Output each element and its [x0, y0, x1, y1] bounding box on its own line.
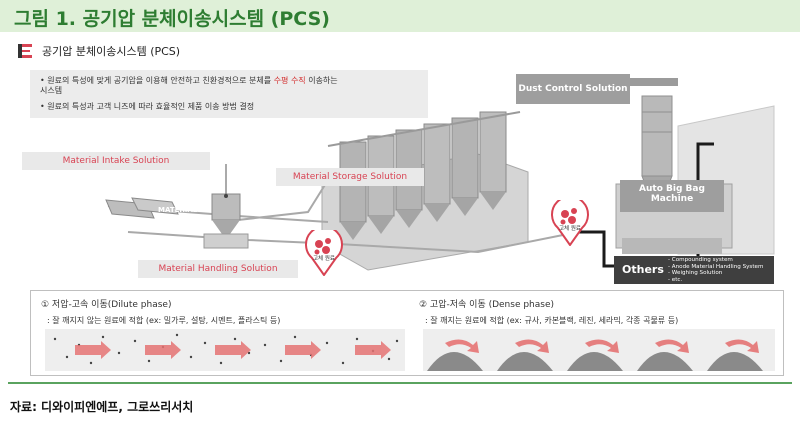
phase-comparison-box: ① 저압-고속 이동(Dilute phase) : 잘 깨지지 않는 원료에 … [30, 290, 784, 376]
source-divider [8, 382, 792, 384]
highlight-text: 수평 수직 [273, 76, 306, 85]
location-pin-right: 고체 원료 [551, 200, 589, 246]
pin-right-label: 고체 원료 [559, 224, 581, 232]
page-title: 그림 1. 공기압 분체이송시스템 (PCS) [14, 8, 330, 30]
label-material-handling: Material Handling Solution [138, 260, 298, 278]
pin-left-label: 고체 원료 [313, 254, 335, 262]
raw-material-bags: MATERIAL [105, 197, 198, 219]
pcs-figure: 공기압 분체이송시스템 (PCS) • 원료의 특성에 맞게 공기압을 이용해 … [8, 34, 792, 378]
dense-phase-title: ② 고압-저속 이동 (Dense phase) [419, 300, 555, 310]
dilute-phase-title: ① 저압-고속 이동(Dilute phase) [41, 300, 172, 310]
dilute-phase-desc: : 잘 깨지지 않는 원료에 적합 (ex: 밀가루, 설탕, 시멘트, 플라스… [47, 316, 281, 325]
description-line-2: • 원료의 특성과 고객 니즈에 따라 효율적인 제품 이송 방법 결정 [40, 102, 255, 111]
label-auto-big-bag: Auto Big Bag Machine [620, 180, 724, 212]
description-line-1: • 원료의 특성에 맞게 공기압을 이용해 안전하고 친환경적으로 분체를 수평… [40, 75, 338, 86]
dilute-phase-diagram [45, 329, 405, 371]
source-note: 자료: 디와이피엔에프, 그로쓰리서치 [10, 400, 194, 414]
label-dust-control: Dust Control Solution [516, 74, 630, 104]
description-box: • 원료의 특성에 맞게 공기압을 이용해 안전하고 친환경적으로 분체를 수평… [30, 70, 428, 118]
auto-big-bag-line-1: Auto Big Bag [639, 184, 705, 194]
auto-big-bag-line-2: Machine [650, 194, 694, 204]
others-box: Others - Compounding system - Anode Mate… [614, 256, 774, 284]
label-material-intake: Material Intake Solution [22, 152, 210, 170]
dense-phase-diagram [423, 329, 775, 371]
company-logo-icon [18, 44, 32, 58]
others-item: - etc. [668, 276, 683, 283]
description-line-1-cont: 시스템 [40, 86, 63, 95]
others-item: - Weighing Solution [668, 270, 723, 277]
page-title-bar: 그림 1. 공기압 분체이송시스템 (PCS) [0, 0, 800, 32]
intake-hopper [203, 164, 249, 249]
raw-material-label: MATERIAL [158, 206, 198, 214]
others-list: - Compounding system - Anode Material Ha… [668, 257, 763, 283]
storage-silos [321, 111, 529, 271]
others-item: - Compounding system [668, 257, 733, 263]
others-item: - Anode Material Handling System [668, 263, 764, 270]
figure-subtitle: 공기압 분체이송시스템 (PCS) [42, 45, 181, 58]
others-title: Others [622, 263, 664, 276]
description-text: 이송하는 [305, 76, 338, 85]
location-pin-left: 고체 원료 [305, 230, 343, 276]
description-text: • 원료의 특성에 맞게 공기압을 이용해 안전하고 친환경적으로 분체를 [40, 76, 274, 85]
label-material-storage: Material Storage Solution [276, 168, 424, 186]
dense-phase-desc: : 잘 깨지는 원료에 적합 (ex: 규사, 카본블랙, 레진, 세라믹, 각… [425, 316, 679, 325]
